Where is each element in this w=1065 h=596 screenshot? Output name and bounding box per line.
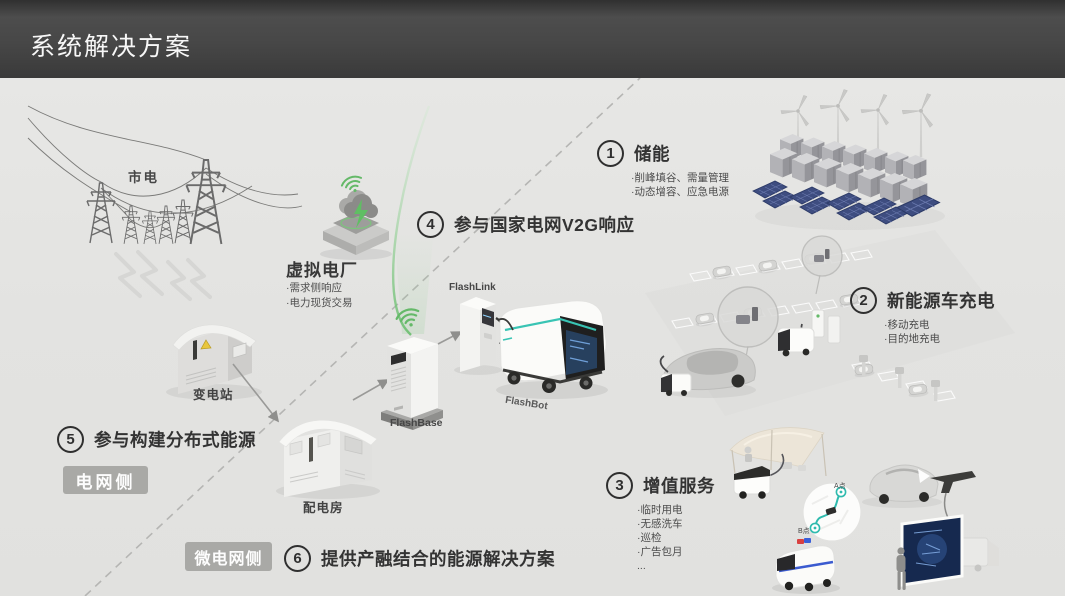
camping-tent-illustration (729, 427, 827, 483)
solution-5-title: 参与构建分布式能源 (94, 430, 256, 450)
power-supply-robot-illustration (733, 453, 785, 499)
flashbase-label: FlashBase (390, 417, 443, 429)
virtual-power-plant-block: 虚拟电厂 ·需求侧响应 ·电力现货交易 (286, 256, 358, 311)
circled-number-2: 2 (850, 287, 877, 314)
circled-number-5: 5 (57, 426, 84, 453)
solution-4-v2g-response: 4 参与国家电网V2G响应 (417, 211, 635, 238)
solution-2-item: ·移动充电 (884, 319, 930, 331)
utility-power-label: 市电 (128, 170, 159, 185)
solution-1-title: 储能 (634, 144, 670, 164)
divider-dashed-line (84, 78, 641, 596)
solution-3-value-added-services: 3 增值服务 ·临时用电 ·无感洗车 ·巡检 ·广告包月 ... (606, 472, 715, 574)
mobile-charging-robot (777, 309, 841, 357)
vpp-item-spot-trading: ·电力现货交易 (286, 297, 353, 309)
solution-2-title: 新能源车充电 (887, 291, 995, 311)
route-map-inset (802, 482, 862, 542)
solution-3-item: ... (637, 560, 646, 572)
flashlink-illustration (454, 297, 506, 375)
zoom-inset-circles (717, 235, 843, 375)
solution-5-distributed-energy: 5 参与构建分布式能源 (57, 426, 256, 453)
substation-illustration (166, 324, 262, 400)
person-figure (896, 547, 906, 590)
renewable-farm-illustration (752, 88, 945, 230)
scene-illustration (27, 78, 1015, 596)
solution-6-finance-energy: 6 提供产融结合的能源解决方案 (284, 545, 555, 572)
solution-2-item: ·目的地充电 (884, 333, 940, 345)
vpp-item-demand-response: ·需求侧响应 (286, 282, 342, 294)
solution-1-item: ·动态增容、应急电源 (631, 186, 729, 198)
charging-parking-illustration (659, 235, 956, 402)
distribution-room-illustration (276, 419, 380, 499)
solution-3-item: ·无感洗车 (637, 518, 683, 530)
solution-3-title: 增值服务 (643, 476, 715, 496)
green-beam (394, 228, 434, 334)
virtual-power-plant-title: 虚拟电厂 (286, 261, 358, 280)
circled-number-4: 4 (417, 211, 444, 238)
map-point-b-label: B点 (798, 528, 810, 535)
flashlink-label: FlashLink (449, 282, 496, 293)
substation-label: 变电站 (193, 388, 234, 402)
transmission-towers-illustration (27, 105, 303, 245)
patrol-robot-illustration (772, 538, 840, 594)
circled-number-1: 1 (597, 140, 624, 167)
v2g-car-illustration (659, 347, 756, 398)
solution-1-item: ·削峰填谷、需量管理 (631, 172, 729, 184)
charging-pile-posts (859, 355, 940, 401)
solution-3-item: ·临时用电 (637, 504, 683, 516)
solution-6-title: 提供产融结合的能源解决方案 (321, 549, 555, 569)
green-flow-line (391, 105, 431, 336)
microgrid-side-badge: 微电网侧 (185, 542, 272, 571)
circled-number-6: 6 (284, 545, 311, 572)
header-bar: 系统解决方案 (0, 0, 1065, 78)
solution-4-title: 参与国家电网V2G响应 (454, 215, 635, 235)
distribution-room-label: 配电房 (303, 501, 344, 515)
lightning-decoration (114, 250, 212, 301)
flow-arrows (232, 331, 463, 423)
car-wash-illustration (862, 464, 976, 532)
map-point-a-label: A点 (834, 483, 846, 490)
flashbot-illustration (496, 300, 608, 399)
cloud-energy-icon (339, 190, 378, 228)
solution-2-ev-charging: 2 新能源车充电 ·移动充电 ·目的地充电 (850, 287, 995, 347)
page-title: 系统解决方案 (30, 33, 193, 61)
diagram-canvas: 市电 虚拟电厂 ·需求侧响应 ·电力现货交易 1 储能 ·削峰填谷、需量管理 ·… (0, 78, 1065, 596)
virtual-power-plant-icon (320, 172, 392, 260)
solution-1-energy-storage: 1 储能 ·削峰填谷、需量管理 ·动态增容、应急电源 (597, 140, 729, 200)
billboard-illustration (896, 514, 999, 590)
circled-number-3: 3 (606, 472, 633, 499)
solution-3-item: ·广告包月 (637, 546, 683, 558)
grid-side-badge: 电网侧 (63, 466, 148, 494)
solution-3-item: ·巡检 (637, 532, 662, 544)
flashbase-illustration (381, 305, 443, 430)
